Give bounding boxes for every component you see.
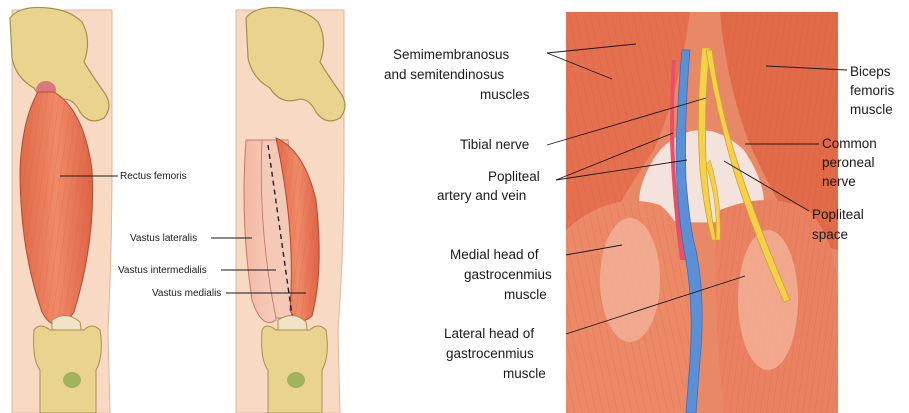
label-rectus-femoris: Rectus femoris xyxy=(120,171,187,182)
label-vastus-intermedialis: Vastus intermedialis xyxy=(118,265,207,276)
label-common-peroneal-2: peroneal xyxy=(822,155,875,170)
tibial-tuberosity-2 xyxy=(287,372,305,388)
label-semimembranosus-2: and semitendinosus xyxy=(384,67,504,82)
label-vastus-lateralis: Vastus lateralis xyxy=(130,233,197,244)
label-common-peroneal-3: nerve xyxy=(822,174,856,189)
label-popliteal-vessels-2: artery and vein xyxy=(437,188,526,203)
label-common-peroneal-1: Common xyxy=(822,136,877,151)
label-medial-gastrocnemius-2: gastrocenmius xyxy=(464,267,552,282)
popliteal-panel: Semimembranosus and semitendinosus muscl… xyxy=(384,12,895,413)
knee-bones-2 xyxy=(262,326,328,413)
label-popliteal-space-1: Popliteal xyxy=(812,207,864,222)
label-lateral-gastrocnemius-3: muscle xyxy=(503,366,546,381)
label-lateral-gastrocnemius-2: gastrocenmius xyxy=(446,346,534,361)
tibial-tuberosity xyxy=(63,372,81,388)
label-popliteal-space-2: space xyxy=(812,227,848,242)
label-tibial-nerve: Tibial nerve xyxy=(460,137,529,152)
label-biceps-1: Biceps xyxy=(850,64,891,79)
label-semimembranosus-1: Semimembranosus xyxy=(393,47,510,62)
label-biceps-2: femoris xyxy=(850,83,895,98)
label-medial-gastrocnemius-3: muscle xyxy=(504,287,547,302)
label-biceps-3: muscle xyxy=(850,102,893,117)
label-vastus-medialis: Vastus medialis xyxy=(152,288,221,299)
quadriceps-panel: Vastus lateralis Vastus intermedialis Va… xyxy=(118,7,345,413)
anterior-thigh-panel: Rectus femoris xyxy=(10,7,187,413)
medial-gastrocnemius-tendon xyxy=(600,218,660,342)
knee-bones xyxy=(34,326,102,413)
label-lateral-gastrocnemius-1: Lateral head of xyxy=(444,326,534,341)
label-popliteal-vessels-1: Popliteal xyxy=(488,169,540,184)
label-medial-gastrocnemius-1: Medial head of xyxy=(450,247,539,262)
label-semimembranosus-3: muscles xyxy=(480,87,530,102)
